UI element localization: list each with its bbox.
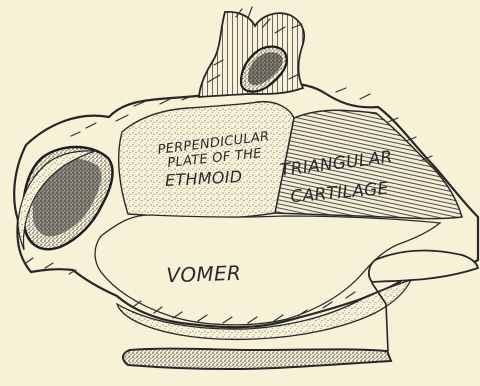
right-flap xyxy=(369,251,478,282)
vomer-label: VOMER xyxy=(166,261,242,288)
ethmoid-label-line-3: ETHMOID xyxy=(165,167,243,190)
bottom-plate xyxy=(123,349,391,369)
